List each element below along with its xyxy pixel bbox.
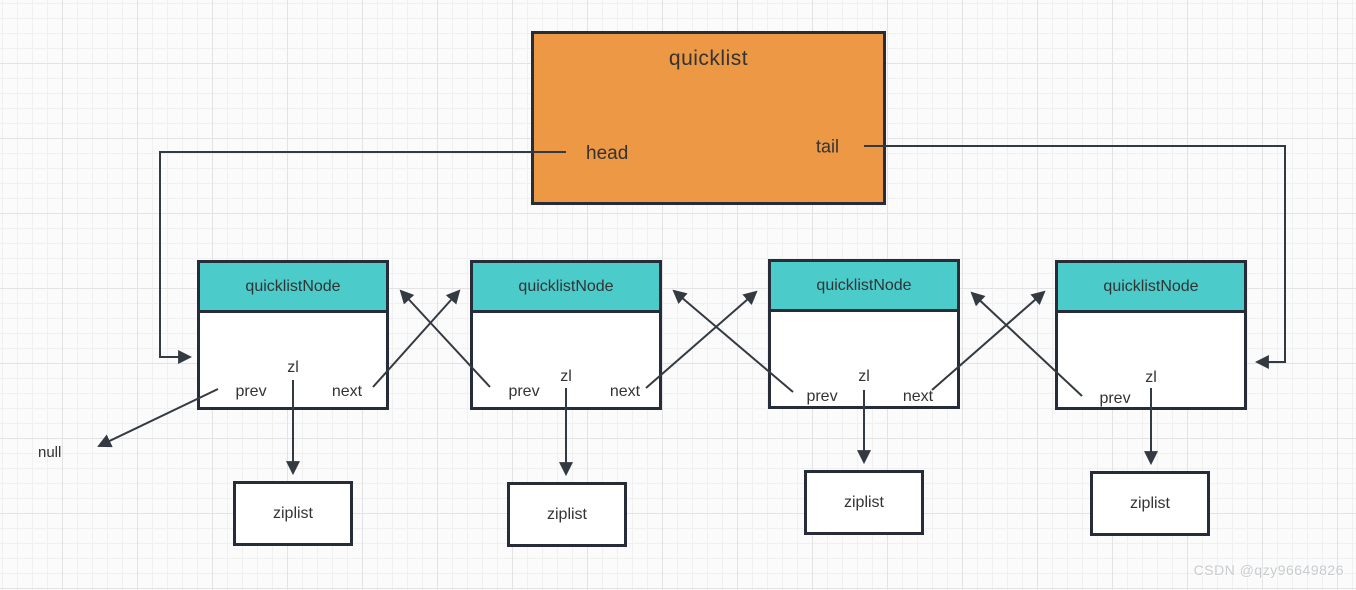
quicklistnode-2-zl-label: zl: [560, 368, 572, 385]
head-label: head: [586, 143, 629, 164]
quicklistnode-3-zl-label: zl: [858, 368, 870, 385]
ziplist-4-label: ziplist: [1129, 494, 1170, 512]
ziplist-2-label: ziplist: [546, 505, 587, 523]
ziplist-box-4: ziplist: [1090, 471, 1210, 536]
quicklistnode-3: quicklistNode prev zl next: [768, 259, 960, 409]
ziplist-box-3: ziplist: [804, 470, 924, 535]
quicklistnode-1-title: quicklistNode: [200, 263, 386, 313]
tail-label: tail: [816, 136, 840, 157]
ziplist-box-2: ziplist: [507, 482, 627, 547]
quicklist-title: quicklist: [668, 47, 749, 70]
quicklistnode-4-zl-label: zl: [1145, 369, 1157, 386]
quicklistnode-2-next-label: next: [609, 383, 641, 400]
null-label: null: [38, 444, 62, 461]
quicklistnode-3-next-label: next: [902, 388, 934, 405]
ziplist-3-label: ziplist: [843, 493, 884, 511]
quicklistnode-1-zl-label: zl: [287, 359, 299, 376]
quicklistnode-4-title: quicklistNode: [1058, 263, 1244, 313]
quicklistnode-3-title: quicklistNode: [771, 262, 957, 312]
ziplist-1-label: ziplist: [272, 504, 313, 522]
quicklistnode-1-next-label: next: [331, 383, 363, 400]
quicklistnode-1-prev-label: prev: [235, 383, 267, 400]
ziplist-box-1: ziplist: [233, 481, 353, 546]
quicklistnode-4-prev-label: prev: [1099, 390, 1131, 407]
quicklist-box: quicklist head tail: [531, 31, 886, 205]
watermark-text: CSDN @qzy96649826: [1193, 562, 1344, 578]
quicklistnode-2-title: quicklistNode: [473, 263, 659, 313]
quicklistnode-1: quicklistNode prev zl next: [197, 260, 389, 410]
quicklistnode-2: quicklistNode prev zl next: [470, 260, 662, 410]
quicklistnode-4: quicklistNode prev zl: [1055, 260, 1247, 410]
node2-next-arrow: [645, 290, 758, 389]
quicklistnode-3-prev-label: prev: [806, 388, 838, 405]
quicklistnode-2-prev-label: prev: [508, 383, 540, 400]
